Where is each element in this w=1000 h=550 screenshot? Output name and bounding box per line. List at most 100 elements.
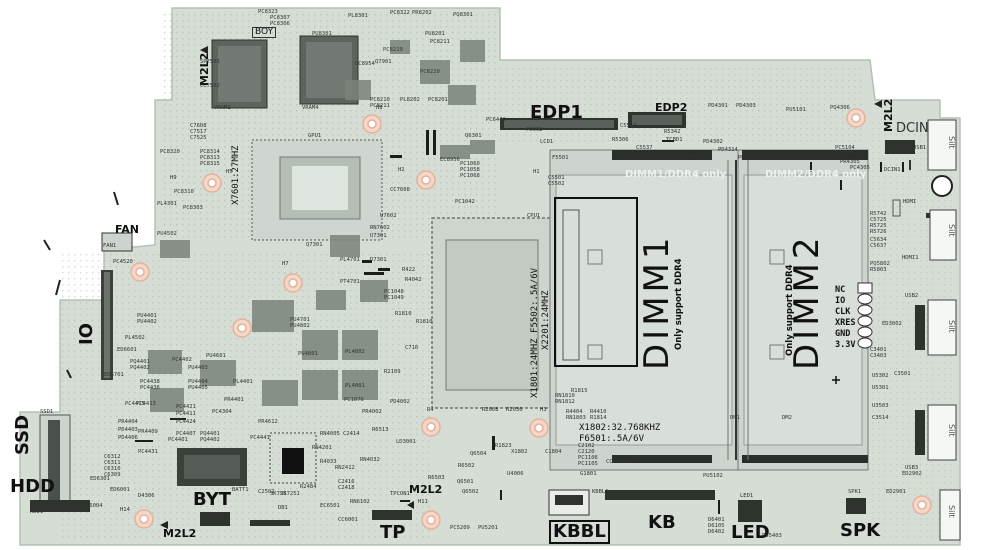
debug-header-pads	[857, 282, 873, 349]
ref: D6401	[708, 517, 725, 523]
label-edp1: EDP1	[530, 102, 583, 123]
ref: ED6001	[110, 487, 130, 493]
ref: R4033	[320, 459, 337, 465]
ref: RN6102	[350, 499, 370, 505]
ref: PU5403	[762, 533, 782, 539]
ref: PC4421	[176, 404, 196, 410]
rj-port	[939, 489, 961, 541]
ref: ED6301	[90, 476, 110, 482]
ref: SK7251	[280, 491, 300, 497]
led-connector	[738, 500, 762, 522]
label-led: LED	[731, 522, 770, 543]
ref: PU4801	[298, 351, 318, 357]
ref: CC7502	[200, 83, 220, 89]
cpu-clock-line1: X1801:24MHZ F5502:.5A/6V	[530, 267, 540, 398]
ref: R4	[427, 407, 434, 413]
debug-pin-io: IO	[835, 296, 846, 306]
ref: PU5102	[703, 473, 723, 479]
label-m2l2-top: M2L2	[198, 52, 211, 86]
ref: R4410	[590, 409, 607, 415]
ref: PR4612	[258, 419, 278, 425]
ref: PC1048	[384, 289, 404, 295]
ref: Q6301	[465, 133, 482, 139]
ref: C3401	[870, 347, 887, 353]
ref: USB1	[913, 145, 927, 151]
ref: PC8323	[258, 9, 278, 15]
ref: RN7602	[370, 225, 390, 231]
ref: PC1068	[460, 173, 480, 179]
ref: R6513	[372, 427, 389, 433]
label-fan: FAN	[115, 223, 139, 236]
ref: HDMI	[903, 199, 917, 205]
ref: R6502	[458, 463, 475, 469]
cpu-clock-line2: X2201:24MHZ	[541, 290, 551, 350]
ref: USB2	[905, 293, 919, 299]
ref: PC4411	[176, 411, 196, 417]
ref: ED6701	[104, 372, 124, 378]
ref: H14	[120, 507, 130, 513]
ref: PC8210	[370, 97, 390, 103]
ref: Q7901	[375, 59, 392, 65]
ref: PR4401	[224, 397, 244, 403]
ref: PC1042	[455, 199, 475, 205]
ref: PC6441	[486, 117, 506, 123]
ref: PU8201	[425, 31, 445, 37]
ref: FAN1	[103, 243, 117, 249]
dimm1-note: Only support DDR4	[674, 258, 684, 350]
ref: SP7501	[200, 59, 220, 65]
ref: PC5209	[450, 525, 470, 531]
ref: LD3001	[396, 439, 416, 445]
ref: D4306	[138, 493, 155, 499]
ref: C5501	[548, 175, 565, 181]
ref: PC5104	[835, 145, 855, 151]
ref: PC8220	[420, 69, 440, 75]
dcin-jack	[931, 175, 953, 197]
ref: PC8313	[200, 155, 220, 161]
ref: R1815	[571, 388, 588, 394]
dimm1-highlight-box	[554, 197, 638, 367]
ref: C2120	[578, 449, 595, 455]
ref: SSD1	[40, 409, 54, 415]
ref: H3	[540, 407, 547, 413]
ref: HDD1	[30, 509, 44, 515]
ref: H11	[418, 499, 428, 505]
ref: H9	[170, 175, 177, 181]
hdd-connector	[30, 500, 90, 512]
ref: PC8219	[383, 47, 403, 53]
ref: USB3	[905, 465, 919, 471]
ref: PC8306	[270, 21, 290, 27]
ref: EC8956	[440, 157, 460, 163]
ref: Q6502	[462, 489, 479, 495]
ref: C5725	[870, 217, 887, 223]
ref: PL8301	[348, 13, 368, 19]
ref: PQ4401	[200, 431, 220, 437]
ref: C6310	[104, 466, 121, 472]
ref: H8	[376, 105, 383, 111]
ref: R5306	[612, 137, 629, 143]
ref: PC8211	[430, 39, 450, 45]
ref: CC8954	[355, 61, 375, 67]
ref: PQ4306	[830, 105, 850, 111]
ref: PC1105	[578, 461, 598, 467]
ref: U5502	[687, 155, 704, 161]
ref: PC4441	[250, 435, 270, 441]
ref: PL4502	[125, 335, 145, 341]
ref: PU4404	[188, 379, 208, 385]
ref: R4404	[566, 409, 583, 415]
ref: PQ4402	[200, 437, 220, 443]
ref: PC8303	[183, 205, 203, 211]
ref: PD4002	[390, 399, 410, 405]
ref: C2418	[338, 485, 355, 491]
ref: R4042	[405, 277, 422, 283]
ref: PR4404	[118, 419, 138, 425]
ref: ED6601	[117, 347, 137, 353]
label-byt: BYT	[193, 489, 232, 510]
silk-usb2: Silt	[947, 320, 956, 333]
ref: RN4201	[312, 445, 332, 451]
ref: PU4802	[290, 323, 310, 329]
debug-pin-xres: XRES	[835, 318, 856, 328]
ref: PU5101	[786, 107, 806, 113]
label-ssd: SSD	[12, 414, 33, 455]
kb-connector	[605, 490, 715, 500]
ref: RN4032	[360, 457, 380, 463]
